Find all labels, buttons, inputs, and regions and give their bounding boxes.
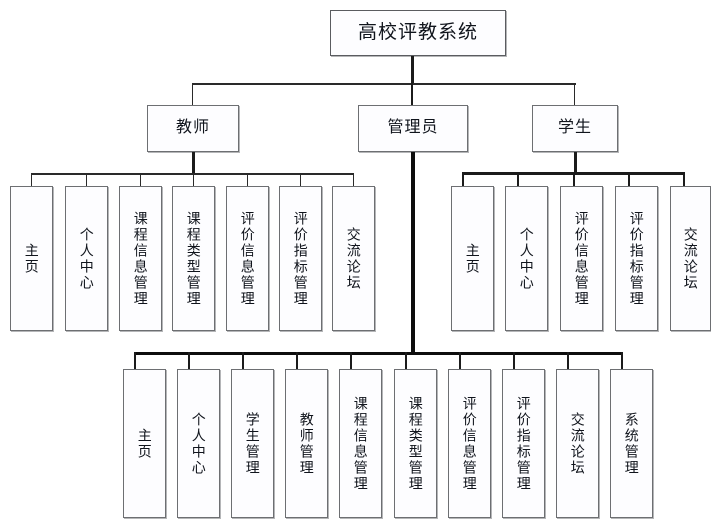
node-teacher-leaf-1[interactable]: 个人中心 [65, 186, 108, 331]
node-root-system[interactable]: 高校评教系统 [330, 10, 506, 56]
node-admin-leaf-0[interactable]: 主页 [123, 369, 166, 518]
node-admin-leaf-2-label: 学生管理 [244, 411, 261, 476]
connector-admin-drop-7 [513, 352, 515, 369]
node-teacher-leaf-2-label: 课程信息管理 [132, 210, 149, 307]
node-student-leaf-1[interactable]: 个人中心 [505, 186, 548, 331]
node-admin-leaf-7-label: 评价指标管理 [515, 395, 532, 492]
connector-teacher-drop-6 [353, 173, 354, 186]
node-teacher-leaf-5[interactable]: 评价指标管理 [279, 186, 322, 331]
connector-drop-student [574, 83, 575, 105]
node-student-leaf-3-label: 评价指标管理 [628, 210, 645, 307]
connector-admin-drop-8 [567, 352, 569, 369]
node-admin-leaf-3[interactable]: 教师管理 [285, 369, 328, 518]
node-admin-leaf-1-label: 个人中心 [190, 411, 207, 476]
node-teacher-leaf-6[interactable]: 交流论坛 [332, 186, 375, 331]
node-teacher-leaf-6-label: 交流论坛 [345, 226, 362, 291]
node-branch-teacher-label: 教师 [175, 119, 210, 137]
connector-admin-drop-1 [188, 352, 190, 369]
node-admin-leaf-9-label: 系统管理 [623, 411, 640, 476]
connector-student-drop-4 [683, 172, 685, 186]
node-admin-leaf-6[interactable]: 评价信息管理 [448, 369, 491, 518]
node-teacher-leaf-0-label: 主页 [23, 242, 40, 275]
connector-teacher-drop-3 [193, 173, 194, 186]
node-student-leaf-0-label: 主页 [464, 242, 481, 275]
connector-admin-drop-9 [621, 352, 623, 369]
connector-student-drop-1 [517, 172, 519, 186]
node-teacher-leaf-4-label: 评价信息管理 [239, 210, 256, 307]
node-teacher-leaf-2[interactable]: 课程信息管理 [119, 186, 162, 331]
connector-admin-drop-4 [350, 352, 352, 369]
connector-level2-bus [192, 83, 576, 85]
node-teacher-leaf-5-label: 评价指标管理 [292, 210, 309, 307]
connector-root-stem [411, 56, 414, 84]
node-teacher-leaf-3-label: 课程类型管理 [185, 210, 202, 307]
node-admin-leaf-5[interactable]: 课程类型管理 [394, 369, 437, 518]
node-student-leaf-0[interactable]: 主页 [451, 186, 494, 331]
connector-teacher-drop-4 [247, 173, 248, 186]
node-teacher-leaf-4[interactable]: 评价信息管理 [226, 186, 269, 331]
connector-drop-teacher [192, 83, 193, 105]
node-student-leaf-4[interactable]: 交流论坛 [670, 186, 711, 331]
connector-student-drop-3 [628, 172, 630, 186]
node-admin-leaf-3-label: 教师管理 [298, 411, 315, 476]
node-student-leaf-1-label: 个人中心 [518, 226, 535, 291]
node-admin-leaf-8-label: 交流论坛 [569, 411, 586, 476]
connector-admin-bus [134, 352, 622, 355]
node-admin-leaf-7[interactable]: 评价指标管理 [502, 369, 545, 518]
connector-teacher-drop-5 [300, 173, 301, 186]
node-student-leaf-2[interactable]: 评价信息管理 [560, 186, 603, 331]
node-branch-admin[interactable]: 管理员 [358, 105, 468, 152]
node-teacher-leaf-3[interactable]: 课程类型管理 [172, 186, 215, 331]
node-admin-leaf-5-label: 课程类型管理 [407, 395, 424, 492]
connector-student-stem [574, 152, 577, 174]
node-admin-leaf-6-label: 评价信息管理 [461, 395, 478, 492]
node-admin-leaf-9[interactable]: 系统管理 [610, 369, 653, 518]
node-branch-student[interactable]: 学生 [532, 105, 618, 152]
node-admin-leaf-0-label: 主页 [136, 427, 153, 460]
connector-student-drop-0 [462, 172, 464, 186]
node-admin-leaf-2[interactable]: 学生管理 [231, 369, 274, 518]
node-branch-student-label: 学生 [557, 119, 592, 137]
connector-teacher-stem [192, 152, 195, 174]
connector-admin-drop-2 [242, 352, 244, 369]
connector-teacher-bus [31, 173, 354, 175]
connector-drop-admin [411, 83, 413, 105]
node-teacher-leaf-0[interactable]: 主页 [10, 186, 53, 331]
connector-admin-stem [411, 152, 415, 354]
connector-teacher-drop-2 [140, 173, 141, 186]
node-root-label: 高校评教系统 [357, 22, 478, 44]
node-student-leaf-3[interactable]: 评价指标管理 [615, 186, 658, 331]
node-admin-leaf-4[interactable]: 课程信息管理 [339, 369, 382, 518]
connector-admin-drop-6 [459, 352, 461, 369]
node-branch-admin-label: 管理员 [387, 119, 439, 137]
connector-teacher-drop-0 [31, 173, 32, 186]
node-teacher-leaf-1-label: 个人中心 [78, 226, 95, 291]
node-admin-leaf-8[interactable]: 交流论坛 [556, 369, 599, 518]
node-admin-leaf-1[interactable]: 个人中心 [177, 369, 220, 518]
connector-student-drop-2 [573, 172, 575, 186]
connector-admin-drop-3 [296, 352, 298, 369]
node-student-leaf-4-label: 交流论坛 [682, 226, 699, 291]
connector-admin-drop-0 [134, 352, 136, 369]
connector-admin-drop-5 [405, 352, 407, 369]
node-student-leaf-2-label: 评价信息管理 [573, 210, 590, 307]
node-admin-leaf-4-label: 课程信息管理 [352, 395, 369, 492]
node-branch-teacher[interactable]: 教师 [147, 105, 239, 152]
connector-teacher-drop-1 [86, 173, 87, 186]
